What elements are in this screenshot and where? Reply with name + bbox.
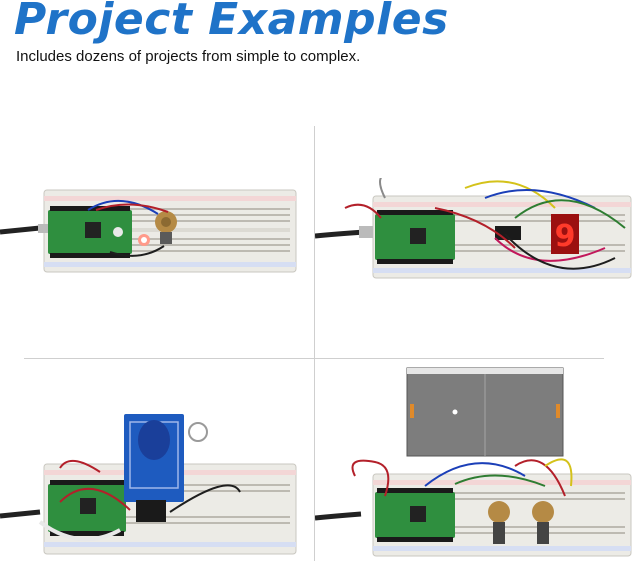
pong-ball [452,409,458,415]
page-title: Project Examples [14,0,449,45]
pong-game-project [315,366,640,565]
right-paddle [556,404,560,418]
potentiometer-right [532,501,554,523]
seven-segment-display-project: 9 [315,178,640,288]
left-paddle [410,404,414,418]
page-subtitle: Includes dozens of projects from simple … [16,48,361,65]
horizontal-divider [24,358,604,359]
rfid-reader-project [0,412,314,565]
project-photo-2: 9 [315,178,632,279]
potentiometer-left [488,501,510,523]
project-photo-3 [0,414,297,555]
project-photo-4 [315,367,632,557]
seven-segment-display [551,214,579,254]
rfid-keyfob [138,420,170,460]
vertical-divider [314,126,315,561]
project-photo-1 [0,189,297,273]
display-digit: 9 [555,219,576,254]
potentiometer-led-project [0,180,314,280]
